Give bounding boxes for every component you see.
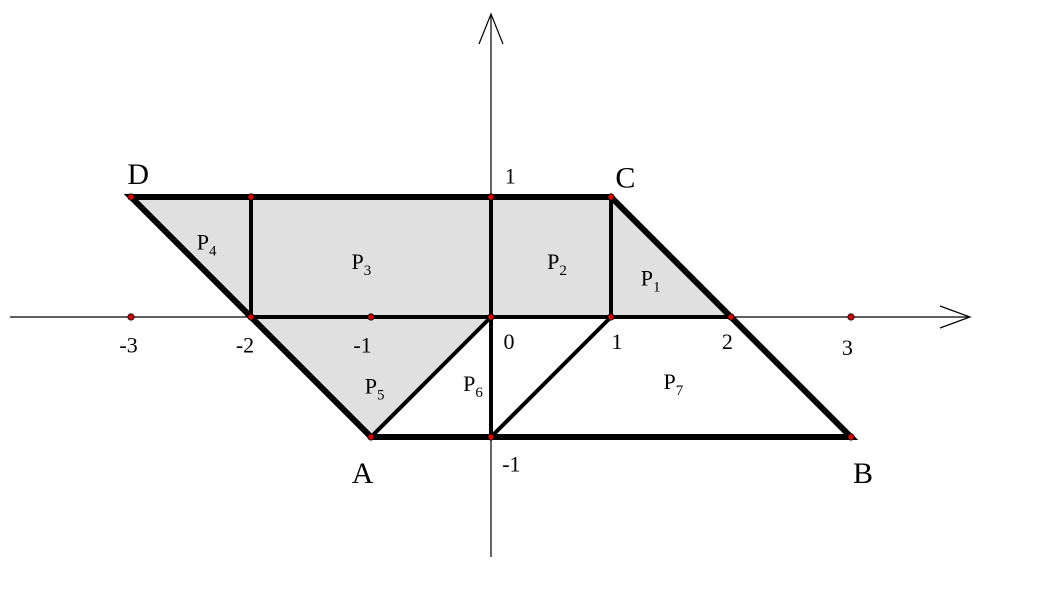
vertex-label-c: C xyxy=(615,162,635,195)
x-tick-label: 0 xyxy=(504,329,515,354)
x-tick-label: 1 xyxy=(612,329,623,354)
x-tick-label: -3 xyxy=(119,333,137,358)
inner-edge xyxy=(369,315,493,439)
lattice-point xyxy=(367,313,375,321)
lattice-point xyxy=(607,313,615,321)
region-p2 xyxy=(491,197,611,317)
region-label-p2: P2 xyxy=(547,249,567,279)
x-tick-label: 3 xyxy=(842,335,853,360)
x-tick-label: -2 xyxy=(236,333,254,358)
lattice-point xyxy=(607,193,615,201)
lattice-point xyxy=(847,433,855,441)
vertex-label-d: D xyxy=(127,158,149,191)
region-label-p1: P1 xyxy=(641,266,661,296)
inner-edge xyxy=(489,315,613,439)
region-p5 xyxy=(251,317,491,437)
lattice-point xyxy=(127,193,135,201)
lattice-point xyxy=(127,313,135,321)
x-axis-arrowhead xyxy=(939,305,972,329)
lattice-point xyxy=(247,193,255,201)
lattice-point xyxy=(487,193,495,201)
y-axis-arrowhead xyxy=(478,12,504,45)
vertex-label-b: B xyxy=(853,457,873,490)
lattice-point xyxy=(247,313,255,321)
region-label-p5: P5 xyxy=(365,374,385,404)
points-layer xyxy=(127,193,855,441)
region-label-p7: P7 xyxy=(664,369,684,399)
lattice-point xyxy=(847,313,855,321)
lattice-point xyxy=(727,313,735,321)
region-label-p6: P6 xyxy=(463,371,483,401)
y-tick-label: 1 xyxy=(505,163,516,188)
lattice-point xyxy=(487,313,495,321)
region-label-p3: P3 xyxy=(352,249,372,279)
y-tick-label: -1 xyxy=(502,451,520,476)
lattice-point xyxy=(487,433,495,441)
region-p3 xyxy=(251,197,491,317)
x-tick-label: -1 xyxy=(353,333,371,358)
lattice-point xyxy=(367,433,375,441)
x-tick-label: 2 xyxy=(722,329,733,354)
vertex-label-a: A xyxy=(352,457,374,490)
region-label-p4: P4 xyxy=(197,230,217,260)
